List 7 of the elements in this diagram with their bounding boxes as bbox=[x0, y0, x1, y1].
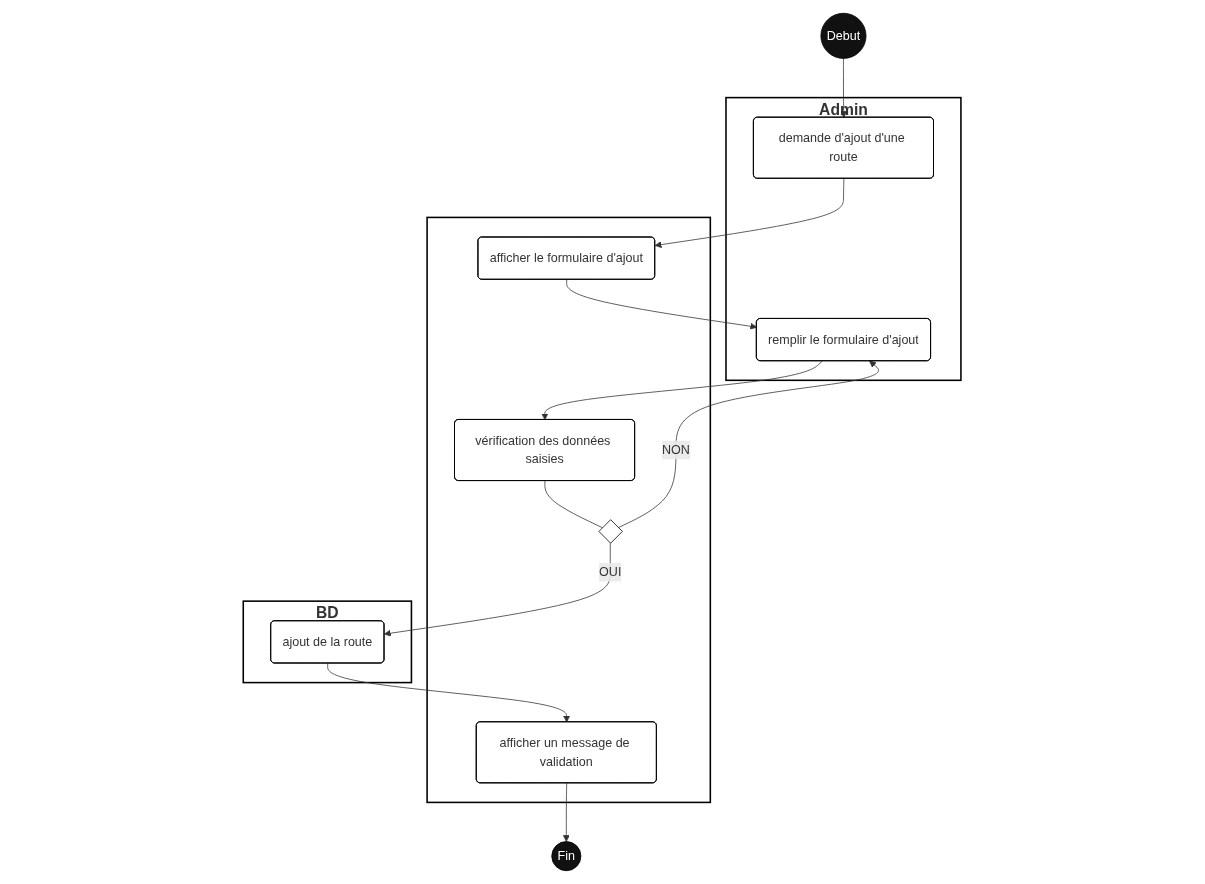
node-circle: Debut bbox=[820, 12, 867, 59]
connector bbox=[544, 480, 604, 529]
edge-label: NON bbox=[662, 442, 691, 457]
cluster bbox=[426, 216, 712, 804]
edge-label: OUI bbox=[599, 565, 622, 579]
node-diamond bbox=[598, 519, 624, 544]
node-circle: Fin bbox=[551, 841, 582, 872]
